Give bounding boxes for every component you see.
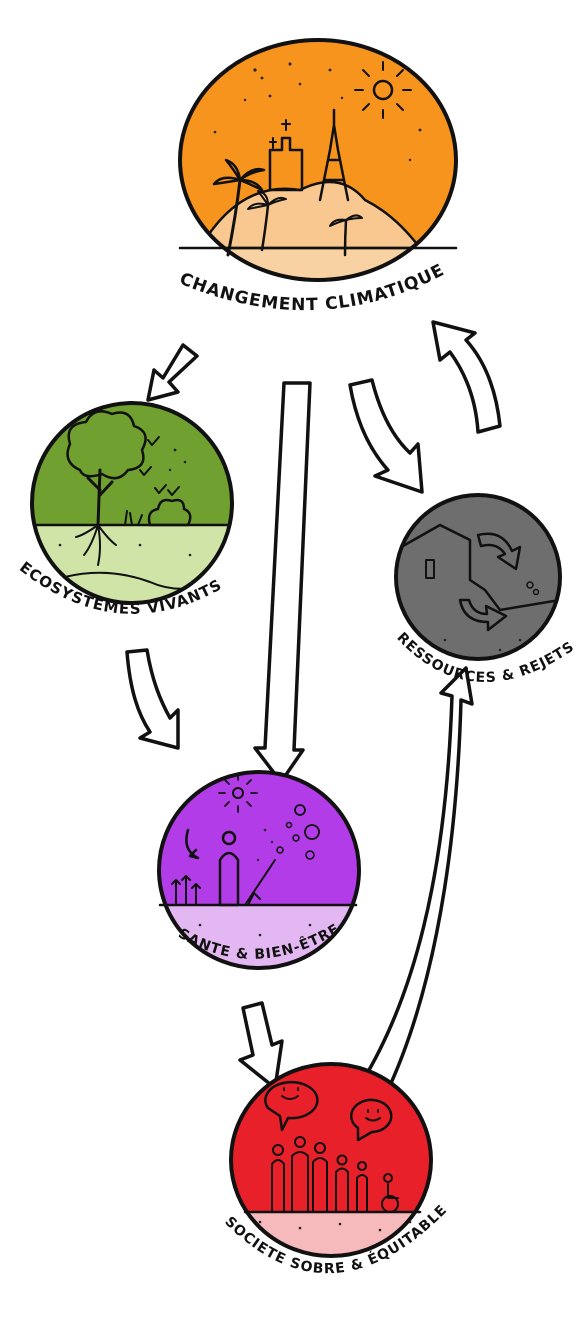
arrow-climate-to-ecosystems — [148, 345, 197, 400]
node-sante-bien-etre: SANTE & BIEN-ÊTRE — [150, 772, 370, 985]
node-ressources-rejets: RESSOURCES & REJETS — [394, 495, 578, 686]
node-societe-sobre-equitable: SOCIETE SOBRE & ÉQUITABLE — [221, 1064, 450, 1277]
arrow-climate-to-resources — [350, 380, 422, 492]
node-ecosystemes-vivants: ECOSYSTEMES VIVANTS — [16, 403, 250, 618]
node-changement-climatique: CHANGEMENT CLIMATIQUE — [170, 40, 470, 315]
health-ground — [150, 905, 370, 985]
arrow-health-to-society — [240, 1003, 282, 1088]
arrow-climate-to-health — [255, 383, 310, 782]
arrow-resources-to-climate — [433, 322, 500, 432]
arrow-society-to-resources — [362, 668, 472, 1094]
arrow-ecosystems-to-health — [127, 650, 178, 748]
